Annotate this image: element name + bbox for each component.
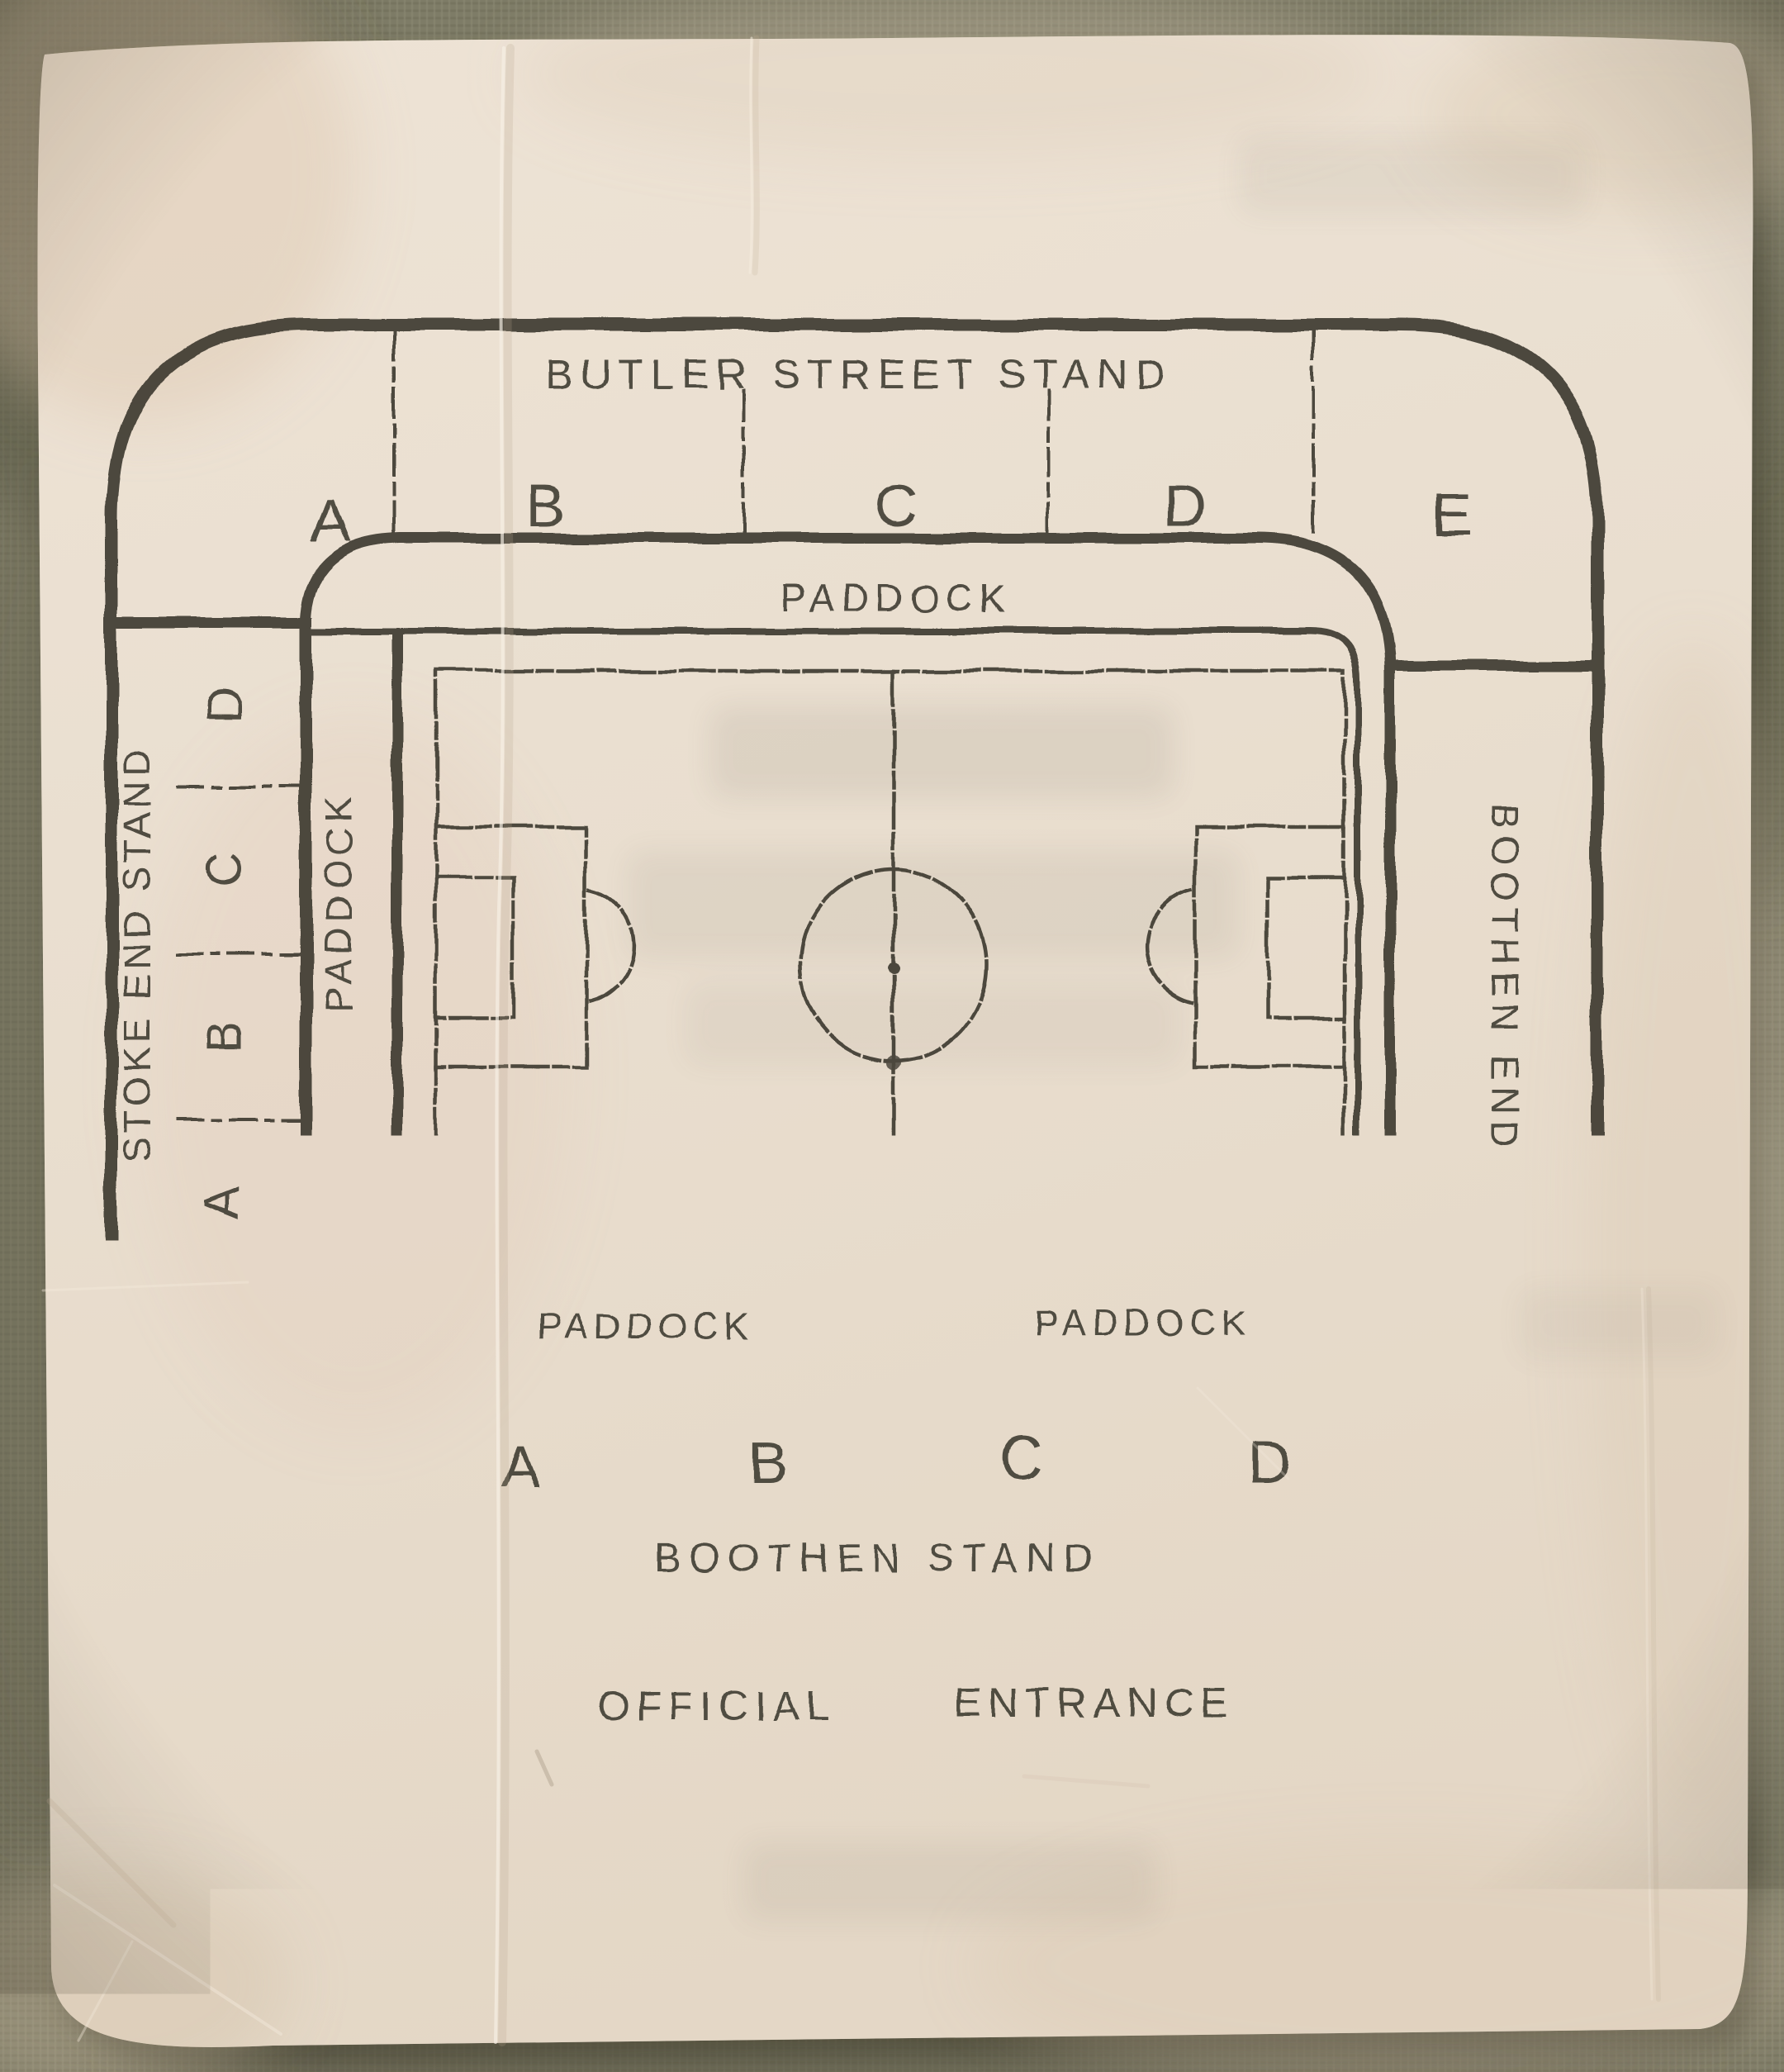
vignette-overlay bbox=[0, 0, 1784, 2072]
photo-of-stadium-plan-ticket: BUTLER STREET STAND A B C D E PADDOCK ST… bbox=[0, 0, 1784, 2072]
